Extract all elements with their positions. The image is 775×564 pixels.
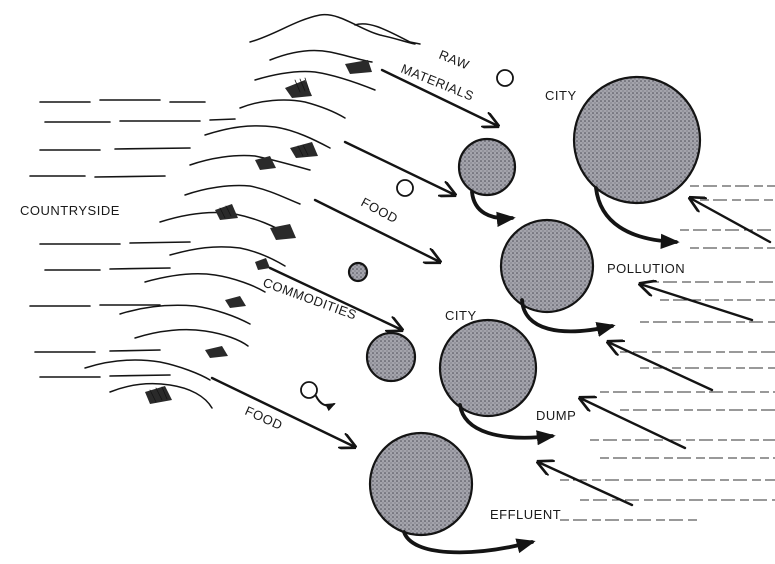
dump-label: DUMP bbox=[536, 408, 576, 423]
water-area bbox=[560, 186, 775, 520]
pollution-label: POLLUTION bbox=[607, 261, 685, 276]
commodities-label: COMMODITIES bbox=[261, 275, 359, 323]
food-arrow-lower bbox=[212, 378, 355, 447]
settlement-circle-4 bbox=[301, 382, 317, 398]
city-circle-center bbox=[501, 220, 593, 312]
pollution-arrow-5 bbox=[538, 462, 632, 505]
city-label-mid: CITY bbox=[445, 308, 477, 323]
cities bbox=[367, 77, 700, 535]
settlement-circle-1 bbox=[497, 70, 513, 86]
city-circle-bottom bbox=[370, 433, 472, 535]
pollution-arrow-2 bbox=[640, 284, 752, 320]
raw-materials-label-line1: RAW bbox=[437, 47, 472, 73]
city-circle-top bbox=[574, 77, 700, 203]
city-circle-small-top bbox=[459, 139, 515, 195]
food-label-lower: FOOD bbox=[243, 403, 285, 433]
settlement-circle-2 bbox=[397, 180, 413, 196]
city-circle-small-mid bbox=[367, 333, 415, 381]
city-label-top: CITY bbox=[545, 88, 577, 103]
pollution-arrow-3 bbox=[608, 342, 712, 390]
settlement-circle-3 bbox=[349, 263, 367, 281]
countryside-label: COUNTRYSIDE bbox=[20, 203, 120, 218]
effluent-label: EFFLUENT bbox=[490, 507, 561, 522]
pollution-arrow-1 bbox=[690, 198, 770, 242]
food-label-upper: FOOD bbox=[359, 194, 401, 226]
waste-out-arrow-small bbox=[472, 192, 512, 218]
city-circle-mid bbox=[440, 320, 536, 416]
